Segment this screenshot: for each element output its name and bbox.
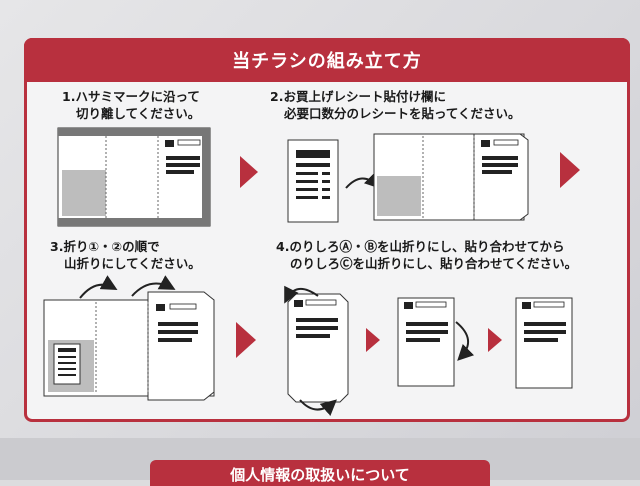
arrow-right-icon: [240, 156, 258, 188]
arrow-right-icon: [366, 328, 380, 352]
curved-arrow-icon: [345, 171, 381, 189]
step-2-line-2: 必要口数分のレシートを貼ってください。: [284, 106, 521, 121]
step-2-line-1: 2.お買上げレシート貼付け欄に: [270, 89, 446, 104]
postcard-icon: [515, 297, 573, 389]
postcard-icon: [287, 293, 349, 403]
step-4b-diagram: [397, 297, 475, 387]
step-1-diagram: [57, 127, 211, 227]
step-3-line-2: 山折りにしてください。: [64, 256, 201, 271]
step-4c-diagram: [515, 297, 573, 389]
card-title: 当チラシの組み立て方: [24, 38, 630, 82]
step-3-text: 3.折り①・②の順で 山折りにしてください。: [50, 238, 201, 272]
receipt-area: [62, 170, 106, 216]
receipt-area: [377, 176, 421, 216]
top-strip: [58, 128, 210, 136]
step-4a-diagram: [284, 285, 349, 416]
step-4-line-1: 4.のりしろⒶ・Ⓑを山折りにし、貼り合わせてから: [276, 239, 565, 254]
step-1-line-1: 1.ハサミマークに沿って: [62, 89, 200, 104]
privacy-heading: 個人情報の取扱いについて: [150, 460, 490, 486]
step-4-text: 4.のりしろⒶ・Ⓑを山折りにし、貼り合わせてから のりしろⒸを山折りにし、貼り合…: [276, 238, 577, 272]
step-3-line-1: 3.折り①・②の順で: [50, 239, 160, 254]
step-1-text: 1.ハサミマークに沿って 切り離してください。: [62, 88, 200, 122]
bottom-strip: [58, 218, 210, 226]
curved-arrow-icon: [79, 275, 118, 299]
arrow-right-icon: [488, 328, 502, 352]
curved-arrow-icon: [299, 399, 337, 416]
arrow-right-icon: [560, 152, 580, 188]
curved-arrow-icon: [284, 285, 319, 304]
side-strip: [202, 128, 210, 226]
curved-arrow-icon: [131, 275, 176, 297]
curved-arrow-icon: [455, 321, 475, 361]
step-2-diagram: [287, 133, 529, 223]
step-1-line-2: 切り離してください。: [76, 106, 201, 121]
step-4-line-2: のりしろⒸを山折りにし、貼り合わせてください。: [290, 256, 578, 271]
step-2-text: 2.お買上げレシート貼付け欄に 必要口数分のレシートを貼ってください。: [270, 88, 521, 122]
step-3-diagram: [43, 275, 215, 401]
arrow-right-icon: [236, 322, 256, 358]
